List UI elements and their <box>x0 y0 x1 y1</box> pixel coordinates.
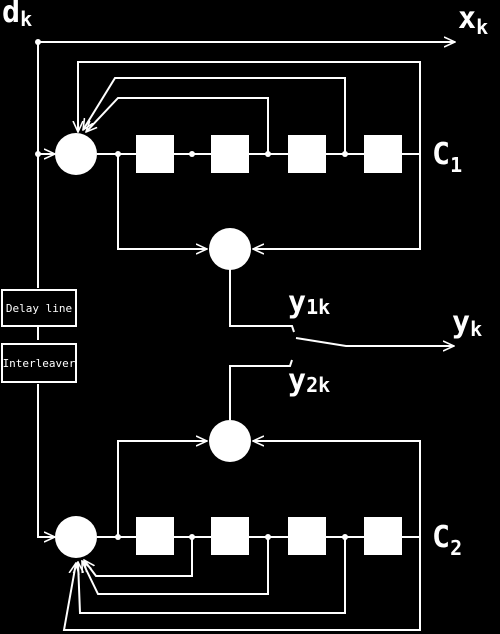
parity2-to-switch <box>229 359 293 420</box>
encoder1-input-adder <box>55 133 97 175</box>
encoder2-register-cell <box>364 517 402 555</box>
delay-line-label: Delay line <box>6 302 72 315</box>
encoder2-parity-input-a <box>117 441 207 537</box>
delay-line-block: Delay line <box>1 289 77 327</box>
junction-dot <box>342 534 348 540</box>
interleaver-to-adder2 <box>37 384 55 537</box>
input-label: dk <box>2 0 32 31</box>
encoder2-register-cell <box>211 517 249 555</box>
register-cells <box>136 135 402 555</box>
encoder1-parity-input-b <box>253 154 421 249</box>
encoder2-label: C2 <box>432 520 462 560</box>
output-label: yk <box>452 305 482 341</box>
adder-nodes <box>55 133 251 558</box>
junction-dot <box>189 151 195 157</box>
junction-dot <box>35 151 41 157</box>
encoder2-register-cell <box>288 517 326 555</box>
junction-dot <box>115 151 121 157</box>
encoder2-register-cell <box>136 517 174 555</box>
encoder2-feedback-tap2 <box>81 537 269 595</box>
interleaver-label: Interleaver <box>3 357 76 370</box>
parity1-to-switch <box>229 268 295 333</box>
junction-dot <box>265 534 271 540</box>
parity2-label: y2k <box>288 363 330 398</box>
interleaver-block: Interleaver <box>1 343 77 383</box>
encoder2-input-adder <box>55 516 97 558</box>
encoder2-feedback-tap3 <box>78 537 346 614</box>
junction-dot <box>115 534 121 540</box>
encoder1-feedback-outer <box>78 61 421 154</box>
junction-dot <box>35 39 41 45</box>
junction-dot <box>265 151 271 157</box>
wires <box>37 42 455 631</box>
encoder1-feedback-tap3 <box>83 77 346 154</box>
encoder1-label: C1 <box>432 137 462 177</box>
junction-dots <box>35 39 348 540</box>
encoder2-parity-adder <box>209 420 251 462</box>
encoder2-feedback-outer <box>62 537 421 631</box>
encoder1-parity-input-a <box>117 154 207 249</box>
encoder1-register-cell <box>288 135 326 173</box>
encoder1-parity-adder <box>209 228 251 270</box>
encoder1-register-cell <box>136 135 174 173</box>
encoder1-register-cell <box>364 135 402 173</box>
switch-output-wire <box>295 337 454 346</box>
junction-dot <box>189 534 195 540</box>
encoder2-parity-input-b <box>253 441 421 537</box>
parity1-label: y1k <box>288 285 330 320</box>
junction-dot <box>342 151 348 157</box>
systematic-output-label: xk <box>458 1 488 39</box>
encoder1-register-cell <box>211 135 249 173</box>
encoder1-feedback-tap2 <box>86 97 269 154</box>
